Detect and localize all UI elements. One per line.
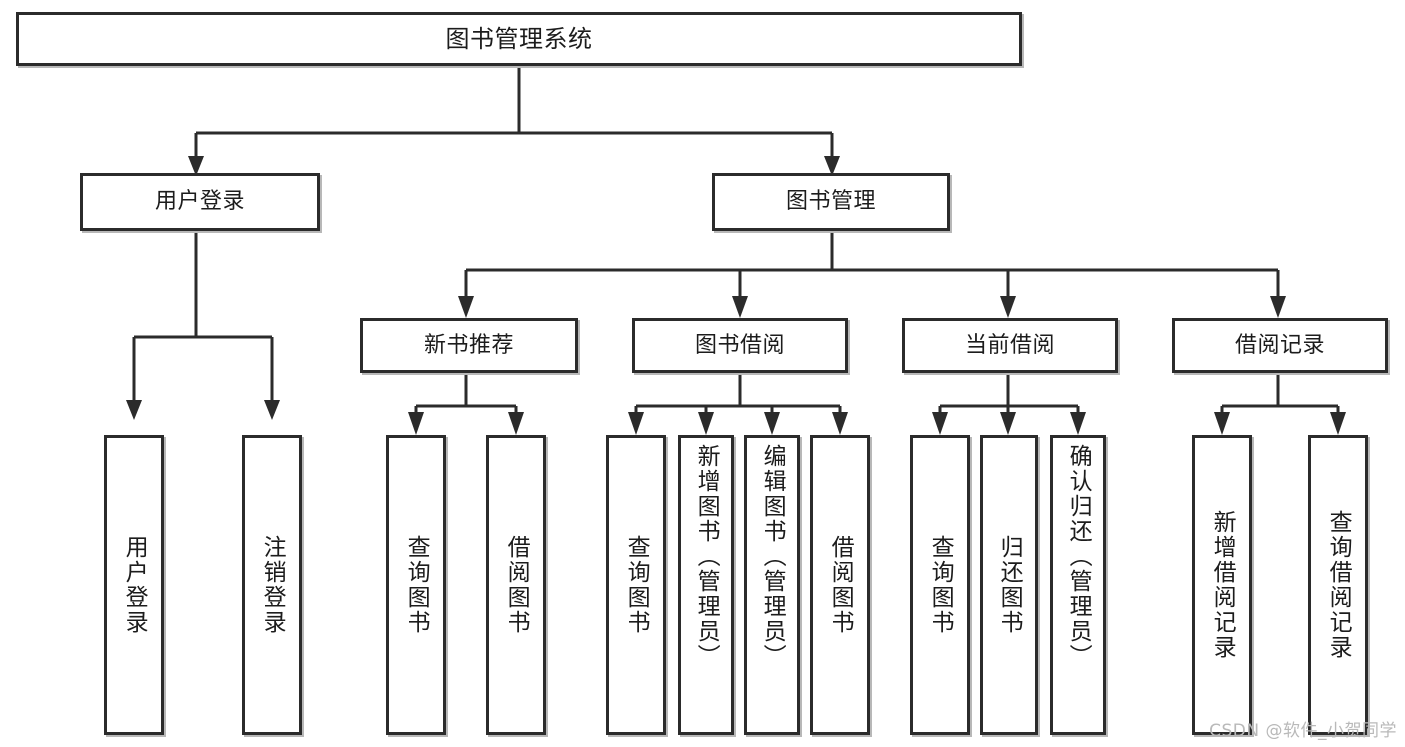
- node-root-label: 图书管理系统: [445, 25, 593, 53]
- node-leaf-logout[interactable]: 注销登录: [242, 435, 302, 735]
- node-book-management[interactable]: 图书管理: [712, 173, 950, 231]
- arrow-login-to-leaf1: [126, 400, 142, 420]
- arrow-bookmgmt-to-record: [1270, 296, 1286, 318]
- watermark: CSDN @软件_小贺同学: [1209, 721, 1397, 741]
- node-leaf-add-borrow-record[interactable]: 新增借阅记录: [1192, 435, 1252, 735]
- node-current-borrow-label: 当前借阅: [964, 332, 1055, 358]
- node-leaf-query-book-2[interactable]: 查询图书: [606, 435, 666, 735]
- node-root[interactable]: 图书管理系统: [16, 12, 1022, 66]
- node-leaf-query-book-2-label: 查询图书: [623, 535, 650, 635]
- arrow-login-to-leaf2: [264, 400, 280, 420]
- node-leaf-query-book-3[interactable]: 查询图书: [910, 435, 970, 735]
- node-book-management-label: 图书管理: [785, 189, 876, 215]
- node-leaf-query-book-1-label: 查询图书: [403, 535, 430, 635]
- node-leaf-query-borrow-record-label: 查询借阅记录: [1325, 510, 1352, 660]
- node-new-book-recommend[interactable]: 新书推荐: [360, 318, 578, 373]
- node-leaf-confirm-return-admin-label: 确认归还（管理员）: [1065, 444, 1092, 669]
- arrow-current-to-leaf9: [932, 412, 948, 435]
- node-leaf-borrow-book-1-label: 借阅图书: [503, 535, 530, 635]
- arrow-borrow-to-leaf7: [764, 412, 780, 435]
- node-user-login[interactable]: 用户登录: [80, 173, 320, 231]
- node-leaf-return-book-label: 归还图书: [996, 535, 1023, 635]
- node-leaf-add-book-admin-label: 新增图书（管理员）: [693, 444, 720, 669]
- arrow-current-to-leaf10: [1000, 412, 1016, 435]
- node-leaf-confirm-return-admin[interactable]: 确认归还（管理员）: [1050, 435, 1106, 735]
- node-leaf-borrow-book-1[interactable]: 借阅图书: [486, 435, 546, 735]
- node-borrow-record[interactable]: 借阅记录: [1172, 318, 1388, 373]
- arrow-record-to-leaf12: [1214, 412, 1230, 435]
- arrow-borrow-to-leaf5: [628, 412, 644, 435]
- node-leaf-add-book-admin[interactable]: 新增图书（管理员）: [678, 435, 734, 735]
- node-leaf-user-login[interactable]: 用户登录: [104, 435, 164, 735]
- arrow-current-to-leaf11: [1070, 412, 1086, 435]
- node-leaf-user-login-label: 用户登录: [121, 535, 148, 635]
- arrow-bookmgmt-to-borrow: [732, 296, 748, 318]
- node-leaf-logout-label: 注销登录: [259, 535, 286, 635]
- arrow-newbook-to-leaf3: [408, 412, 424, 435]
- node-leaf-edit-book-admin-label: 编辑图书（管理员）: [759, 444, 786, 669]
- node-leaf-add-borrow-record-label: 新增借阅记录: [1209, 510, 1236, 660]
- node-leaf-query-book-3-label: 查询图书: [927, 535, 954, 635]
- node-user-login-label: 用户登录: [154, 189, 245, 215]
- node-leaf-return-book[interactable]: 归还图书: [980, 435, 1038, 735]
- node-leaf-query-borrow-record[interactable]: 查询借阅记录: [1308, 435, 1368, 735]
- node-current-borrow[interactable]: 当前借阅: [902, 318, 1118, 373]
- node-leaf-query-book-1[interactable]: 查询图书: [386, 435, 446, 735]
- node-book-borrow[interactable]: 图书借阅: [632, 318, 848, 373]
- node-book-borrow-label: 图书借阅: [694, 332, 785, 358]
- arrow-bookmgmt-to-newbook: [458, 296, 474, 318]
- node-leaf-borrow-book-2-label: 借阅图书: [827, 535, 854, 635]
- arrow-bookmgmt-to-current: [1000, 296, 1016, 318]
- arrow-borrow-to-leaf8: [832, 412, 848, 435]
- node-leaf-borrow-book-2[interactable]: 借阅图书: [810, 435, 870, 735]
- arrow-borrow-to-leaf6: [698, 412, 714, 435]
- arrow-newbook-to-leaf4: [508, 412, 524, 435]
- arrow-record-to-leaf13: [1330, 412, 1346, 435]
- node-new-book-recommend-label: 新书推荐: [423, 332, 514, 358]
- node-borrow-record-label: 借阅记录: [1234, 332, 1325, 358]
- node-leaf-edit-book-admin[interactable]: 编辑图书（管理员）: [744, 435, 800, 735]
